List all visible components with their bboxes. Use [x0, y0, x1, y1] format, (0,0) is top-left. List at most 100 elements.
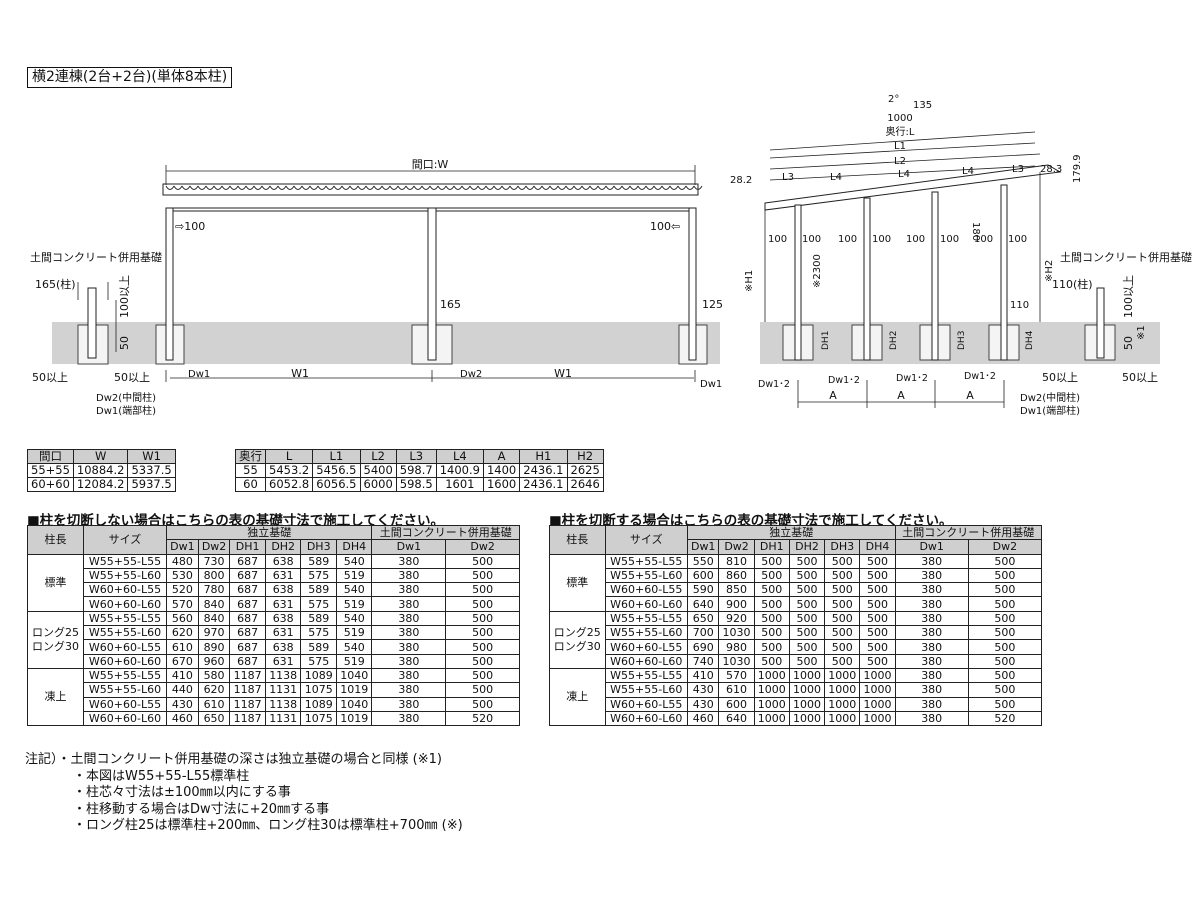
table-cell: 687: [229, 553, 266, 569]
side-post-3: [931, 191, 939, 361]
table-cell: W55+55-L60: [604, 567, 688, 584]
table-cell: 500: [824, 567, 861, 584]
roof-pattern-mark: [325, 185, 335, 190]
roof-pattern-mark: [461, 185, 471, 190]
roof-pattern-mark: [573, 185, 583, 190]
side-post-size: 110(柱): [1052, 277, 1093, 291]
table-cell: W55+55-L60: [604, 682, 688, 698]
side-135: 135: [913, 100, 932, 111]
roof-pattern-mark: [189, 185, 199, 190]
table-cell: 638: [264, 553, 302, 569]
table-cell: 800: [197, 567, 231, 584]
table-cell: 1019: [335, 682, 373, 698]
roof-pattern-mark: [341, 185, 351, 190]
side-min-50-b: 50以上: [1122, 371, 1158, 384]
table-cell: 500: [753, 625, 790, 641]
note-line: ・柱移動する場合はDw寸法に+20㎜する事: [73, 801, 330, 817]
side-l4-b: L4: [898, 169, 910, 180]
subheader-cell: Dw1: [686, 539, 720, 555]
side-min-50-a: 50以上: [1042, 371, 1078, 384]
side-28-3: 28.3: [1040, 164, 1062, 175]
table-cell: 380: [894, 639, 969, 655]
table-cell: 1089: [300, 696, 337, 712]
table-cell: 589: [300, 553, 337, 569]
table-cell: 740: [686, 653, 720, 669]
side-a-3: A: [966, 389, 974, 402]
width-table-header: 間口 W W1: [27, 449, 176, 464]
table-cell: 520: [166, 582, 199, 598]
table-cell: W55+55-L55: [82, 553, 168, 569]
table-cell: 575: [300, 653, 337, 669]
front-mid-165: 165: [440, 298, 461, 311]
table-cell: 380: [371, 710, 447, 727]
front-post-left: [165, 207, 174, 361]
table-cell: 1000: [824, 696, 861, 712]
table-cell: 500: [788, 639, 826, 655]
roof-pattern-mark: [165, 185, 175, 190]
side-depth: 奥行:L: [886, 125, 915, 138]
header-cell: L2: [359, 449, 397, 464]
roof-pattern-mark: [237, 185, 247, 190]
roof-pattern-mark: [469, 185, 479, 190]
side-100-3: 100: [838, 234, 857, 245]
table-cell: 1000: [753, 682, 790, 698]
roof-pattern-mark: [373, 185, 383, 190]
table-cell: W55+55-L60: [82, 682, 168, 698]
table-cell: 640: [686, 596, 720, 612]
header-cell: W1: [127, 449, 176, 464]
side-h1: ※H1: [744, 270, 755, 292]
table-cell: 1030: [718, 625, 755, 641]
group-label: ロング25 ロング30: [549, 610, 606, 669]
front-w1-left: W1: [291, 367, 309, 380]
table-cell: 5937.5: [127, 477, 176, 492]
table-cell: 500: [445, 596, 520, 612]
table-cell: 620: [166, 625, 199, 641]
table-cell: 1187: [229, 682, 266, 698]
table-cell: 687: [229, 582, 266, 598]
roof-pattern-mark: [581, 185, 591, 190]
table-cell: 780: [197, 582, 231, 598]
table-cell: 500: [967, 653, 1043, 669]
front-doma-post: [87, 287, 97, 359]
note-line: ・柱芯々寸法は±100㎜以内にする事: [73, 785, 291, 800]
table-cell: 500: [788, 625, 826, 641]
header-cell: L: [264, 449, 314, 464]
subheader-cell: Dw1: [371, 539, 447, 555]
table-cell: 1000: [788, 682, 826, 698]
header-cell: L1: [312, 449, 361, 464]
subheader-cell: DH3: [300, 539, 337, 555]
table-cell: 380: [371, 553, 447, 569]
table-cell: 1000: [753, 710, 790, 727]
table-cell: 500: [824, 596, 861, 612]
roof-pattern-mark: [277, 185, 287, 190]
table-cell: 1000: [859, 667, 896, 684]
table-cell: 500: [824, 625, 861, 641]
roof-pattern-mark: [365, 185, 375, 190]
table-cell: W60+60-L55: [604, 639, 688, 655]
front-doma-label: 土間コンクリート併用基礎: [30, 250, 162, 264]
header-cell: H1: [519, 449, 568, 464]
table-cell: 730: [197, 553, 231, 569]
table-cell: W55+55-L55: [82, 667, 168, 684]
table-cell: 380: [894, 567, 969, 584]
roof-pattern-mark: [613, 185, 623, 190]
table-cell: 500: [967, 696, 1043, 712]
side-l1: L1: [894, 141, 906, 152]
header-doma: 土間コンクリート併用基礎: [371, 524, 520, 541]
table-cell: 380: [371, 596, 447, 612]
side-min-100: 100以上: [1122, 275, 1135, 318]
roof-pattern-mark: [501, 185, 511, 190]
table-cell: 631: [264, 625, 302, 641]
front-min-50-a: 50以上: [32, 371, 68, 384]
